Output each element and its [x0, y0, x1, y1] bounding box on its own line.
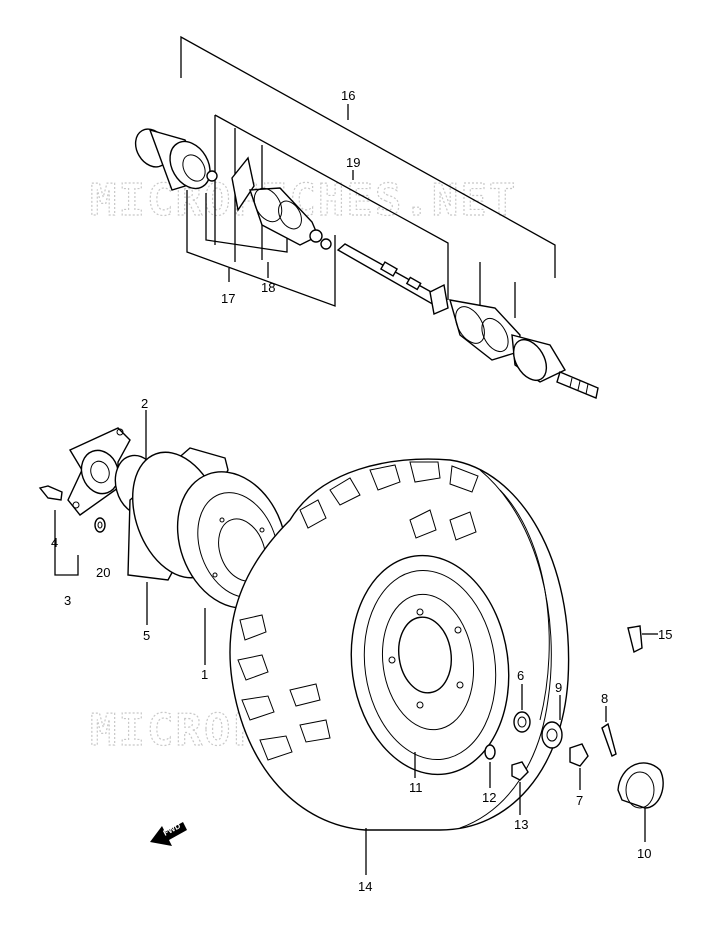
callout-8: 8 — [601, 691, 608, 706]
callout-17: 17 — [221, 291, 235, 306]
callout-6: 6 — [517, 668, 524, 683]
callout-labels: 16 19 17 18 2 4 20 3 5 1 15 6 9 8 11 7 1… — [51, 88, 672, 894]
brake-drum — [127, 447, 288, 665]
fwd-arrow: FWD — [150, 821, 187, 846]
hub-carrier-plate — [38, 410, 162, 576]
hardware-parts — [484, 625, 664, 842]
callout-16: 16 — [341, 88, 355, 103]
callout-4: 4 — [51, 535, 58, 550]
callout-5: 5 — [143, 628, 150, 643]
callout-9: 9 — [555, 680, 562, 695]
callout-10: 10 — [637, 846, 651, 861]
callout-2: 2 — [141, 396, 148, 411]
callout-18: 18 — [261, 280, 275, 295]
callout-13: 13 — [514, 817, 528, 832]
drive-shaft-assembly — [134, 35, 599, 399]
callout-15: 15 — [658, 627, 672, 642]
tire-and-wheel — [229, 458, 570, 875]
callout-1: 1 — [201, 667, 208, 682]
callout-12: 12 — [482, 790, 496, 805]
callout-20: 20 — [96, 565, 110, 580]
callout-11: 11 — [409, 780, 423, 795]
callout-19: 19 — [346, 155, 360, 170]
callout-14: 14 — [358, 879, 372, 894]
callout-3: 3 — [64, 593, 71, 608]
callout-7: 7 — [576, 793, 583, 808]
